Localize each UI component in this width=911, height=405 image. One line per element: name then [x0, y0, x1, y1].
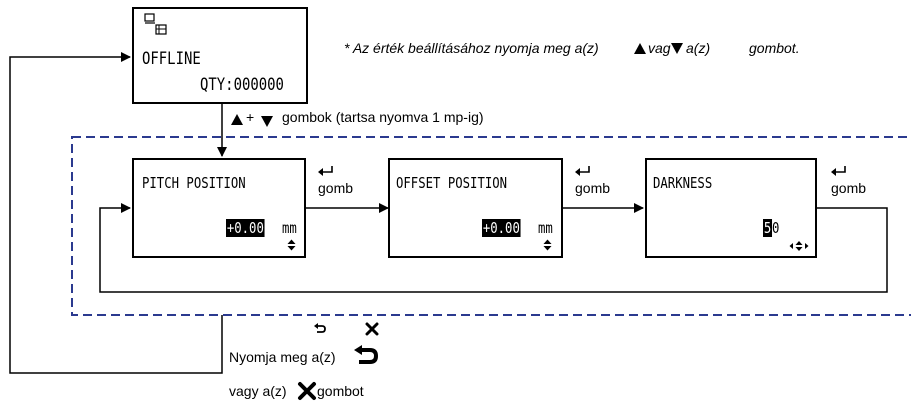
return-icon	[354, 345, 378, 364]
online-status-icon	[144, 13, 167, 35]
updown-icon	[543, 239, 552, 251]
offline-status-text: OFFLINE	[142, 49, 201, 69]
pitch-value: +0.00	[226, 219, 265, 237]
pitch-unit: mm	[282, 219, 297, 237]
offset-title: OFFSET POSITION	[396, 174, 508, 192]
updown-icon	[287, 239, 296, 251]
return-icon	[314, 323, 326, 333]
offset-unit: mm	[538, 219, 553, 237]
qty-counter-text: QTY:000000	[200, 75, 284, 95]
combo-label: gombok (tartsa nyomva 1 mp-ig)	[282, 109, 484, 125]
offset-value: +0.00	[482, 219, 521, 237]
enter-icon	[575, 166, 590, 176]
note-suffix: a(z)	[686, 40, 711, 56]
enter-label-3: gomb	[831, 180, 867, 196]
offset-position-screen: OFFSET POSITION +0.00 mm	[388, 158, 563, 258]
settings-mode-frame	[71, 136, 911, 316]
exit-line-2-prefix: vagy a(z)	[229, 383, 287, 399]
pitch-position-screen: PITCH POSITION +0.00 mm	[132, 158, 306, 258]
note-tail: gombot.	[749, 40, 800, 56]
offline-screen: OFFLINE QTY:000000	[132, 7, 308, 104]
cross-icon	[298, 382, 316, 400]
up-arrow-icon	[634, 43, 646, 54]
darkness-loop-line	[99, 203, 888, 293]
darkness-value-rest: 0	[772, 219, 780, 237]
exit-line-2-suffix: gombot	[317, 383, 364, 399]
cross-icon	[365, 322, 379, 336]
pitch-title: PITCH POSITION	[142, 174, 246, 192]
note-middle: vag	[648, 40, 671, 56]
left-right-updown-icon	[789, 241, 809, 251]
down-arrow-icon	[671, 43, 683, 54]
enter-icon	[318, 166, 333, 176]
enter-label-2: gomb	[575, 180, 611, 196]
up-arrow-icon	[231, 114, 243, 125]
note-prefix: * Az érték beállításához nyomja meg a(z)	[344, 40, 599, 56]
darkness-title: DARKNESS	[653, 174, 713, 192]
darkness-value-cursor: 5	[763, 219, 773, 237]
exit-line-1: Nyomja meg a(z)	[229, 349, 336, 365]
enter-label-1: gomb	[318, 180, 354, 196]
darkness-screen: DARKNESS 50	[645, 158, 817, 258]
enter-icon	[831, 166, 846, 176]
return-to-offline-line	[9, 52, 223, 374]
plus-sign: +	[246, 109, 255, 125]
down-arrow-icon	[261, 116, 273, 127]
